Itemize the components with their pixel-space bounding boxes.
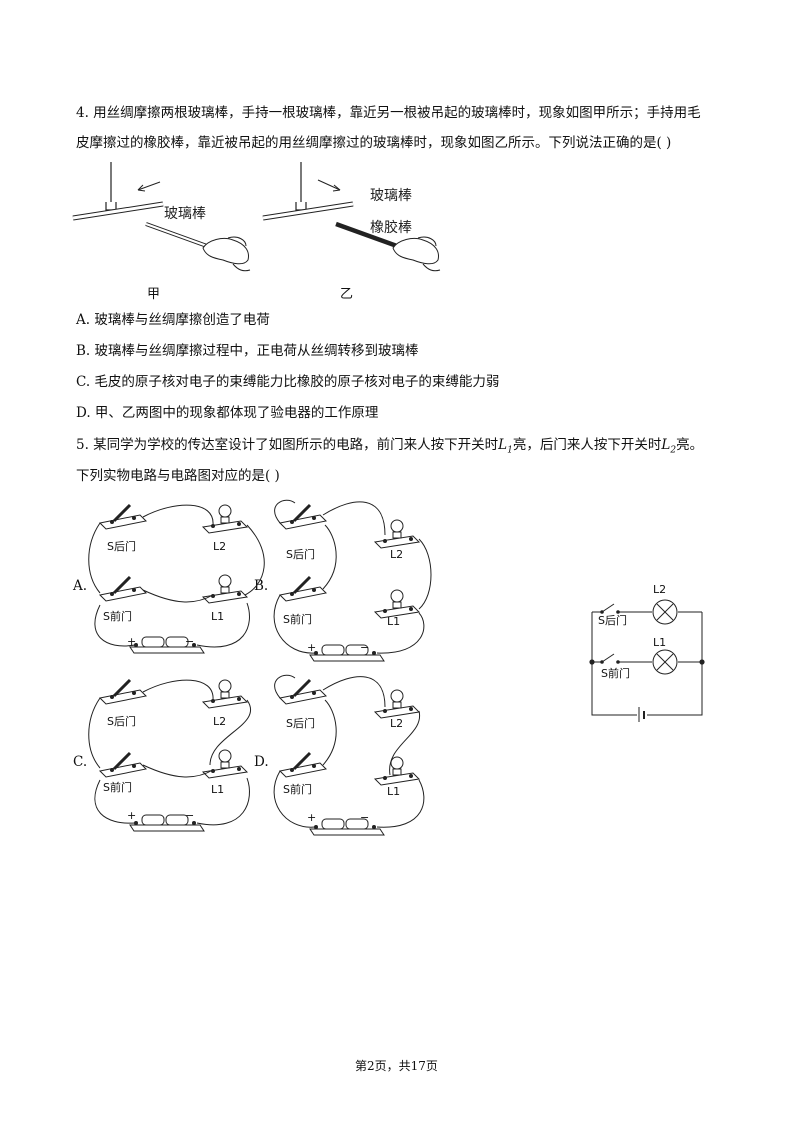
diagram-s-back-label: S后门 — [598, 614, 627, 627]
circuit-panel-d — [273, 674, 425, 836]
b-minus: − — [360, 641, 370, 654]
d-l1-label: L1 — [387, 785, 401, 798]
q5-options-figure — [88, 499, 432, 836]
q5-option-c-letter: C. — [73, 754, 88, 770]
q4-option-a: A. 玻璃棒与丝绸摩擦创造了电荷 — [76, 312, 270, 328]
c-l1-label: L1 — [211, 783, 225, 796]
a-s-back-label: S后门 — [107, 540, 136, 553]
c-minus: − — [185, 809, 195, 822]
q5-l2-symbol: L2 — [661, 437, 677, 456]
q4-option-c: C. 毛皮的原子核对电子的束缚能力比橡胶的原子核对电子的束缚能力弱 — [76, 374, 500, 390]
q5-l1-symbol: L1 — [498, 437, 513, 456]
c-s-back-label: S后门 — [107, 715, 136, 728]
q5-option-b-letter: B. — [254, 578, 269, 594]
d-s-front-label: S前门 — [283, 783, 312, 796]
d-minus: − — [360, 811, 370, 824]
q5-line2: 下列实物电路与电路图对应的是( ) — [76, 468, 280, 484]
d-s-back-label: S后门 — [286, 717, 315, 730]
b-l1-label: L1 — [387, 615, 401, 628]
q5-option-d-letter: D. — [254, 754, 269, 770]
figure-jia — [72, 162, 251, 272]
q5-circuit-diagram — [589, 599, 705, 722]
yi-glass-label: 玻璃棒 — [370, 187, 412, 204]
diagram-s-front-label: S前门 — [601, 667, 630, 680]
b-plus: + — [307, 641, 317, 654]
q5-option-a-letter: A. — [73, 578, 88, 594]
q4-line1: 4. 用丝绸摩擦两根玻璃棒，手持一根玻璃棒，靠近另一根被吊起的玻璃棒时，现象如图… — [76, 105, 701, 121]
diagram-l2-label: L2 — [653, 583, 667, 596]
c-l2-label: L2 — [213, 715, 227, 728]
q5-line1-part-c: 亮。 — [676, 437, 704, 453]
page-footer: 第2页，共17页 — [355, 1059, 438, 1073]
q4-figure: 玻璃棒 玻璃棒 橡胶棒 — [72, 162, 441, 272]
q5-line1-part-a: 5. 某同学为学校的传达室设计了如图所示的电路，前门来人按下开关时 — [76, 437, 499, 453]
a-minus: − — [185, 635, 195, 648]
q5-line1-part-b: 亮，后门来人按下开关时 — [512, 437, 662, 453]
q4-option-b: B. 玻璃棒与丝绸摩擦过程中，正电荷从丝绸转移到玻璃棒 — [76, 343, 419, 359]
a-l2-label: L2 — [213, 540, 227, 553]
yi-rubber-label: 橡胶棒 — [370, 219, 412, 236]
jia-rod-label: 玻璃棒 — [164, 205, 206, 222]
b-s-front-label: S前门 — [283, 613, 312, 626]
b-l2-label: L2 — [390, 548, 404, 561]
q5-line1: 5. 某同学为学校的传达室设计了如图所示的电路，前门来人按下开关时L1亮，后门来… — [76, 435, 703, 461]
a-l1-label: L1 — [211, 610, 225, 623]
caption-jia: 甲 — [147, 287, 161, 302]
a-s-front-label: S前门 — [103, 610, 132, 623]
circuit-panel-c — [88, 678, 251, 832]
circuit-panel-b — [273, 499, 432, 662]
circuit-panel-a — [88, 503, 265, 654]
q4-line2: 皮摩擦过的橡胶棒，靠近被吊起的用丝绸摩擦过的玻璃棒时，现象如图乙所示。下列说法正… — [76, 135, 672, 151]
c-plus: + — [127, 809, 137, 822]
figure-yi — [262, 162, 441, 272]
caption-yi: 乙 — [340, 287, 354, 302]
a-plus: + — [127, 635, 137, 648]
b-s-back-label: S后门 — [286, 548, 315, 561]
d-plus: + — [307, 811, 317, 824]
c-s-front-label: S前门 — [103, 781, 132, 794]
diagram-l1-label: L1 — [653, 636, 667, 649]
q4-option-d: D. 甲、乙两图中的现象都体现了验电器的工作原理 — [76, 405, 379, 421]
d-l2-label: L2 — [390, 717, 404, 730]
